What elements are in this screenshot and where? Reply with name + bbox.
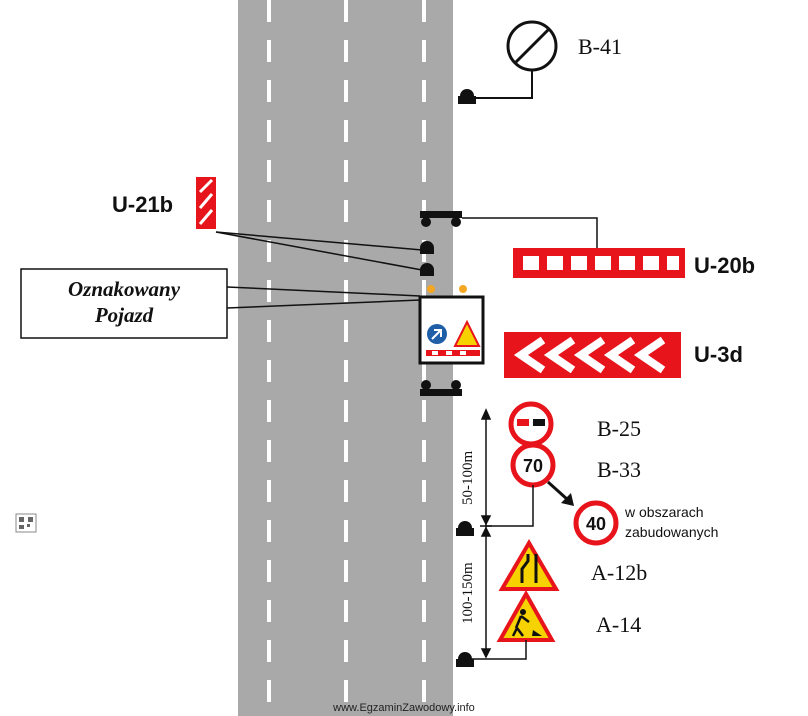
b41-sign [472, 20, 558, 99]
arrow-icon [546, 480, 574, 506]
vehicle-callout [20, 268, 421, 339]
dimension-lines [480, 408, 492, 659]
u20b-label: U-20b [694, 253, 755, 278]
a12b-label: A-12b [591, 560, 647, 585]
speed-40-value: 40 [586, 514, 606, 534]
lower-barrier [420, 380, 462, 396]
qr-icon [15, 513, 37, 533]
a14-label: A-14 [596, 612, 641, 637]
u21b-sign [196, 177, 423, 271]
dist-upper-label: 50-100m [460, 451, 476, 505]
u21b-label: U-21b [112, 192, 173, 217]
b25-sign [508, 401, 554, 447]
b25-label: B-25 [597, 416, 641, 441]
vehicle-label-line2: Pojazd [94, 303, 154, 327]
footer-watermark: www.EgzaminZawodowy.info [332, 702, 475, 714]
builtup-line1: w obszarach [624, 504, 704, 520]
road-lamps [420, 241, 434, 276]
b41-label: B-41 [578, 34, 622, 59]
u20b-barrier [420, 211, 685, 278]
u3d-label: U-3d [694, 342, 743, 367]
b33-speed: 70 [523, 456, 543, 476]
warning-lamp-icon [458, 89, 476, 104]
speed-40-sign [573, 500, 619, 546]
u3d-sign [504, 332, 681, 378]
b33-label: B-33 [597, 457, 641, 482]
marked-vehicle [418, 285, 485, 365]
junction-lamp-icon [456, 521, 474, 536]
road [238, 0, 453, 716]
dist-lower-label: 100-150m [460, 562, 476, 624]
a14-sign [472, 589, 556, 660]
builtup-line2: zabudowanych [625, 524, 718, 540]
bottom-lamp-icon [456, 652, 474, 667]
vehicle-label-line1: Oznakowany [68, 277, 181, 301]
b33-sign [486, 442, 556, 527]
a12b-sign [498, 539, 560, 591]
